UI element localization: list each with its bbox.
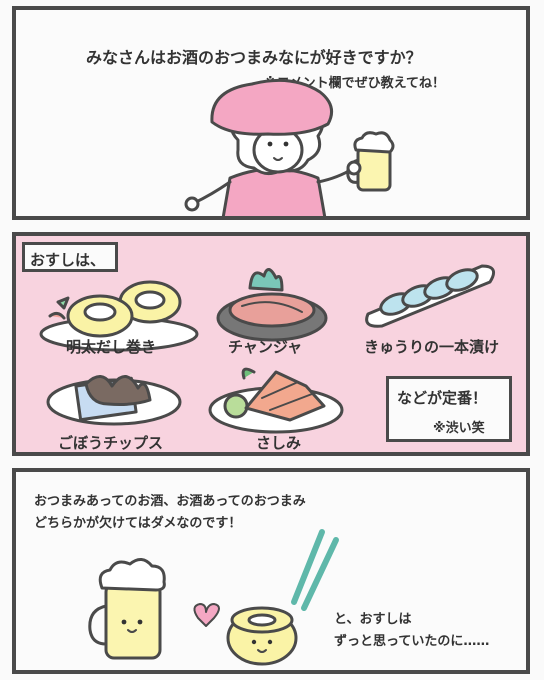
character-illustration — [184, 78, 395, 216]
intro-text: おすしは、 — [30, 251, 106, 269]
dialogue-line-1: おつまみあってのお酒、お酒あってのおつまみ — [34, 494, 306, 509]
item-label-sashimi: さしみ — [256, 434, 302, 452]
standard-note: ※渋い笑 — [433, 421, 485, 436]
standard-text: などが定番！ — [397, 389, 488, 407]
item-label-changja: チャンジャ — [228, 338, 303, 356]
changja-illustration — [216, 268, 328, 342]
item-label-mentai: 明太だし巻き — [66, 338, 157, 356]
gobo-chips-illustration — [46, 375, 182, 426]
ending-line-1: と、おすしは — [334, 612, 412, 627]
intro-box: おすしは、 — [22, 242, 118, 272]
item-label-gobo: ごぼうチップス — [58, 434, 164, 452]
question-text: みなさんはお酒のおつまみなにが好きですか？ — [86, 48, 422, 67]
sashimi-illustration — [208, 367, 344, 434]
panel-2: おすしは、 明太だし巻き チャンジャ きゅうりの一本漬け ごぼうチップス — [12, 232, 530, 456]
ending-line-2: ずっと思っていたのに…… — [334, 634, 490, 649]
cucumber-pickle-illustration — [365, 264, 496, 328]
item-label-cucumber: きゅうりの一本漬け — [364, 338, 500, 356]
panel-1: みなさんはお酒のおつまみなにが好きですか？ ※コメント欄でぜひ教えてね！ — [12, 6, 530, 220]
standard-box: などが定番！ ※渋い笑 — [386, 376, 512, 442]
beer-and-osushi-illustration — [88, 529, 339, 666]
mentai-dashimaki-illustration — [39, 280, 199, 352]
dialogue-line-2: どちらかが欠けてはダメなのです！ — [34, 516, 242, 531]
panel-3: おつまみあってのお酒、お酒あってのおつまみ どちらかが欠けてはダメなのです！ と… — [12, 468, 530, 674]
